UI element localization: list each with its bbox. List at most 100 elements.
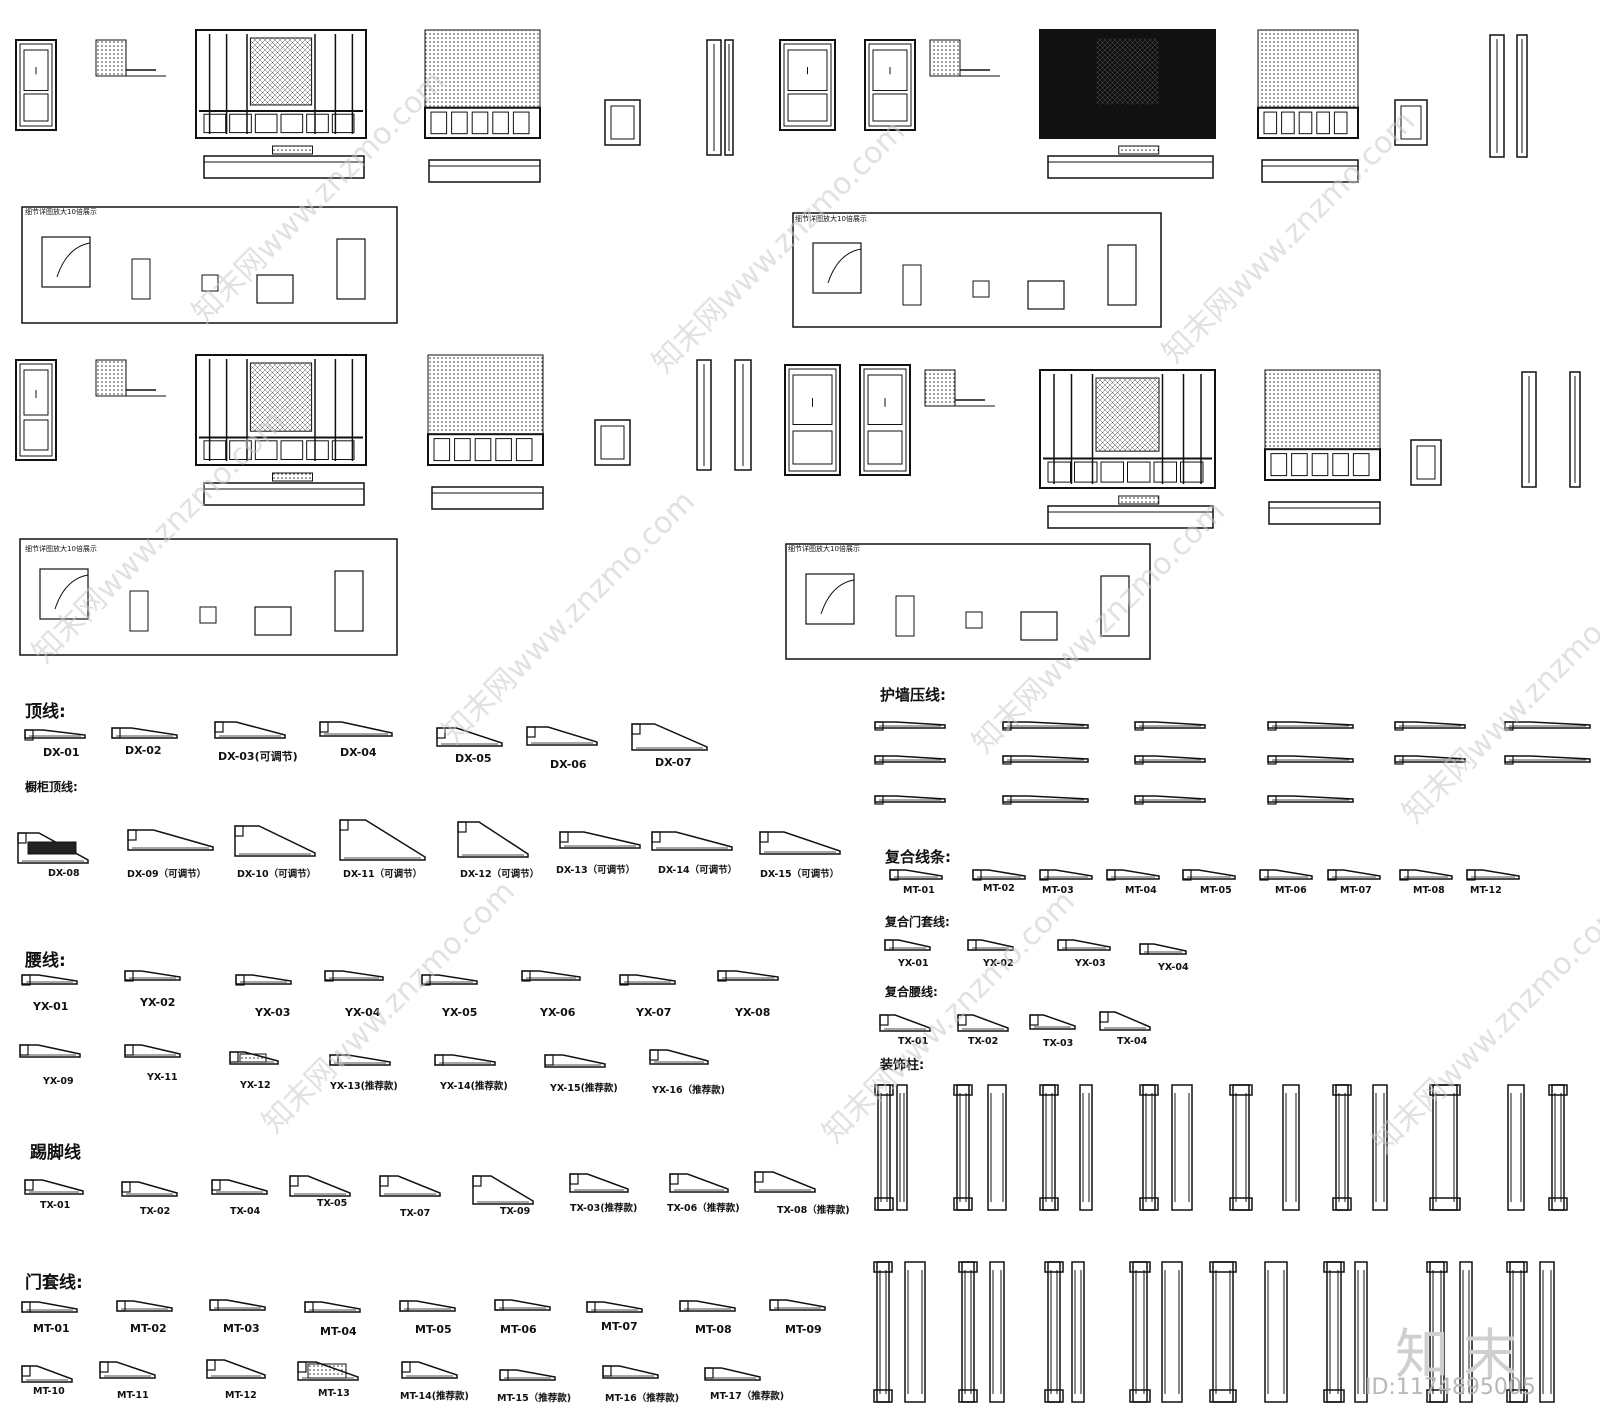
section-heading-tx: 踢脚线 — [30, 1143, 81, 1163]
molding-profile — [1399, 869, 1453, 881]
molding-profile — [1139, 943, 1187, 955]
pillar-elevation — [696, 359, 712, 471]
profile-label: YX-02 — [983, 958, 1014, 969]
profile-label: MT-03 — [1042, 885, 1074, 896]
molding-profile — [1134, 795, 1206, 805]
molding-profile — [209, 1299, 266, 1311]
profile-label: DX-07 — [655, 756, 692, 769]
profile-label: MT-09 — [785, 1323, 822, 1336]
molding-profile — [24, 1179, 84, 1195]
section-detail — [1394, 99, 1428, 146]
molding-profile — [1002, 721, 1089, 731]
molding-profile — [421, 974, 478, 986]
molding-profile — [472, 1175, 534, 1205]
molding-profile — [1267, 721, 1354, 731]
molding-profile — [1394, 721, 1466, 731]
molding-profile — [704, 1367, 761, 1381]
section-heading-mt: 门套线: — [25, 1273, 83, 1293]
molding-profile — [19, 1044, 81, 1058]
profile-label: YX-01 — [898, 958, 929, 969]
pillar-elevation — [706, 39, 722, 156]
molding-profile — [211, 1179, 268, 1195]
profile-label: MT-01 — [33, 1322, 70, 1335]
stone-section — [95, 359, 166, 397]
profile-label: YX-11 — [147, 1072, 178, 1083]
profile-label: MT-03 — [223, 1322, 260, 1335]
decorative-column — [1548, 1084, 1568, 1211]
door-elevation — [859, 364, 911, 476]
molding-profile — [569, 1173, 629, 1193]
molding-profile — [399, 1300, 456, 1312]
profile-label: DX-03(可调节) — [218, 750, 298, 763]
wall-panel — [1039, 29, 1216, 179]
stone-section — [929, 39, 1000, 77]
pillar-elevation — [1516, 34, 1528, 158]
profile-label: MT-11 — [117, 1390, 149, 1401]
molding-profiles — [17, 721, 1591, 1383]
molding-profile — [586, 1301, 643, 1313]
decorative-column — [904, 1261, 926, 1403]
profile-label: TX-06（推荐款) — [667, 1203, 740, 1214]
molding-profile — [651, 831, 733, 851]
molding-profile — [1466, 869, 1520, 881]
decorative-column — [987, 1084, 1007, 1211]
decorative-column — [1539, 1261, 1555, 1403]
profile-label: MT-06 — [1275, 885, 1307, 896]
molding-profile — [21, 1365, 73, 1383]
molding-profile — [297, 1361, 359, 1381]
section-heading-hq: 护墙压线: — [880, 686, 946, 704]
profile-label: TX-02 — [968, 1036, 999, 1047]
molding-profile — [17, 832, 89, 864]
decorative-column — [1459, 1261, 1473, 1403]
profile-label: TX-05 — [317, 1198, 348, 1209]
stone-section — [924, 369, 995, 407]
molding-profile — [229, 1051, 279, 1065]
profile-label: MT-07 — [601, 1320, 638, 1333]
profile-label: DX-10（可调节） — [237, 869, 317, 880]
profile-label: MT-08 — [1413, 885, 1445, 896]
section-heading-fh: 复合线条: — [885, 848, 951, 866]
door-elevation — [784, 364, 841, 476]
decorative-column — [1354, 1261, 1368, 1403]
profile-label: MT-12 — [1470, 885, 1502, 896]
molding-profile — [1057, 939, 1111, 951]
profile-label: MT-04 — [320, 1325, 357, 1338]
profile-label: MT-05 — [1200, 885, 1232, 896]
molding-profile — [874, 721, 946, 731]
hatched-wall-panel — [1264, 369, 1381, 525]
profile-label: DX-09（可调节） — [127, 869, 207, 880]
molding-profile — [874, 795, 946, 805]
molding-profile — [379, 1175, 441, 1197]
profile-label: MT-07 — [1340, 885, 1372, 896]
decorative-column — [1044, 1261, 1064, 1403]
molding-profile — [289, 1175, 351, 1197]
molding-profile — [434, 1054, 496, 1066]
profile-label: MT-06 — [500, 1323, 537, 1336]
decorative-column — [1171, 1084, 1193, 1211]
detail-box — [21, 206, 398, 324]
molding-profile — [679, 1300, 736, 1312]
decorative-column — [874, 1084, 894, 1211]
molding-profile — [631, 723, 708, 751]
profile-label: MT-10 — [33, 1386, 65, 1397]
pillar-elevation — [724, 39, 734, 156]
detail-box — [792, 212, 1162, 328]
decorative-column — [1071, 1261, 1085, 1403]
decorative-column — [1129, 1261, 1151, 1403]
profile-label: TX-09 — [500, 1206, 531, 1217]
section-heading-cabinet-dx: 橱柜顶线: — [25, 780, 78, 794]
molding-profile — [99, 1361, 156, 1379]
pillar-elevation — [734, 359, 752, 471]
molding-profile — [717, 970, 779, 982]
profile-label: TX-01 — [898, 1036, 929, 1047]
profile-label: TX-04 — [230, 1206, 261, 1217]
profile-label: DX-12（可调节） — [460, 869, 540, 880]
profile-label: YX-06 — [540, 1006, 576, 1019]
molding-profile — [957, 1014, 1009, 1032]
profile-label: DX-02 — [125, 744, 162, 757]
profile-label: DX-06 — [550, 758, 587, 771]
section-heading-yx: 腰线: — [25, 951, 66, 971]
stone-section — [95, 39, 166, 77]
pillar-elevation — [1521, 371, 1537, 488]
profile-label: DX-01 — [43, 746, 80, 759]
